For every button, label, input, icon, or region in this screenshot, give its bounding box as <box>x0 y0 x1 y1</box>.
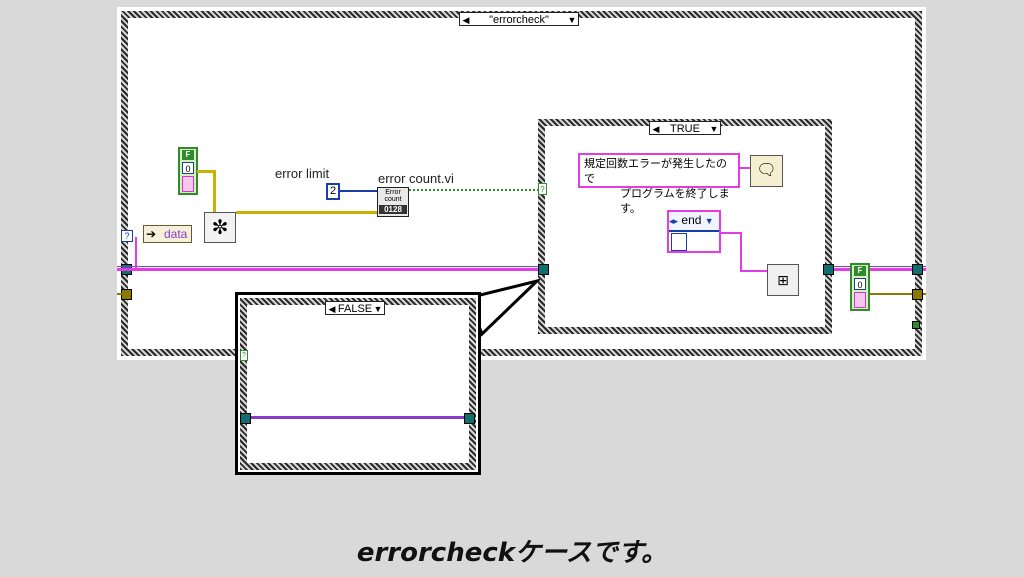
boolean-flag: F <box>854 266 866 276</box>
error-count-icon-digits: 0128 <box>379 205 407 214</box>
chevron-down-icon[interactable]: ▼ <box>373 304 383 314</box>
right-arrow-icon: ➔ <box>146 227 157 241</box>
numeric-wire <box>340 190 378 192</box>
enqueue-icon[interactable]: ⊞ <box>767 264 799 296</box>
error-wire-to-counter <box>236 211 378 214</box>
string-wire-vertical <box>135 237 137 269</box>
error-count-vi[interactable]: Error count 0128 <box>377 187 409 217</box>
true-case-label: TRUE <box>670 123 700 135</box>
enum-wire-to-enqueue <box>740 270 767 272</box>
case-selector-boolean[interactable]: ? <box>538 183 547 195</box>
dialog-icon[interactable]: 🗨 <box>750 155 783 187</box>
message-wire <box>740 167 750 169</box>
error-count-label: error count.vi <box>378 171 454 186</box>
case-selector-terminal[interactable]: ? <box>121 230 133 242</box>
boolean-flag: F <box>182 150 194 160</box>
enum-wire-h <box>721 232 742 234</box>
inner-case-false[interactable] <box>240 298 476 470</box>
message-line-2: プログラムを終了します。 <box>620 188 730 215</box>
enum-wire-v <box>740 232 742 270</box>
yellow-wire-vertical <box>213 170 216 214</box>
enum-blank <box>671 233 687 251</box>
boolean-value: 0 <box>182 162 194 174</box>
true-case-right-tunnel[interactable] <box>823 264 834 275</box>
decrement-arrow-icon[interactable]: ◀ <box>652 124 660 134</box>
error-wire-right <box>870 293 926 295</box>
false-case-label: FALSE <box>337 303 373 315</box>
true-case-selector[interactable]: ◀ TRUE ▼ <box>649 121 721 135</box>
true-case-left-tunnel[interactable] <box>538 264 549 275</box>
boolean-string-part <box>182 176 194 192</box>
error-wire-left <box>117 293 129 295</box>
unbundle-label: data <box>164 227 188 241</box>
boolean-string-part <box>854 292 866 308</box>
right-boolean-tunnel[interactable] <box>912 321 920 329</box>
caption: errorcheckケースです。 <box>356 538 668 568</box>
outer-case-selector-label: "errorcheck" <box>489 14 549 26</box>
cluster-wire-main <box>117 266 926 267</box>
outer-case-selector[interactable]: ◀ "errorcheck" ▼ <box>459 12 579 26</box>
chevron-down-icon[interactable]: ▼ <box>704 216 714 226</box>
right-error-tunnel[interactable] <box>912 289 923 300</box>
decrement-arrow-icon[interactable]: ◀ <box>462 15 470 25</box>
chevron-down-icon[interactable]: ▼ <box>709 124 719 134</box>
false-case-selector-terminal[interactable]: ? <box>240 350 248 361</box>
boolean-value: 0 <box>854 278 866 290</box>
unbundle-by-name[interactable]: ➔ data <box>143 225 192 243</box>
enum-value: end <box>681 213 702 227</box>
boolean-indicator-top[interactable]: F 0 <box>178 147 198 195</box>
boolean-wire-dotted <box>409 189 539 191</box>
yellow-wire-top <box>197 170 215 173</box>
false-case-right-tunnel[interactable] <box>464 413 475 424</box>
enum-constant[interactable]: ◂▸ end ▼ <box>667 210 721 253</box>
false-case-selector[interactable]: ◀ FALSE ▼ <box>325 301 385 315</box>
boolean-indicator-right[interactable]: F 0 <box>850 263 870 311</box>
error-count-icon-line1: Error <box>385 189 401 196</box>
enum-arrows-icon: ◂▸ <box>669 216 679 226</box>
gear-icon[interactable]: ✼ <box>204 212 236 243</box>
error-limit-constant[interactable]: 2 <box>326 183 340 200</box>
error-limit-label: error limit <box>275 166 330 181</box>
false-case-left-tunnel[interactable] <box>240 413 251 424</box>
chevron-down-icon[interactable]: ▼ <box>567 15 577 25</box>
decrement-arrow-icon[interactable]: ◀ <box>328 304 336 314</box>
right-cluster-tunnel[interactable] <box>912 264 923 275</box>
message-string-constant[interactable]: 規定回数エラーが発生したので プログラムを終了します。 <box>578 153 740 215</box>
error-count-icon-line2: count <box>384 196 402 203</box>
enum-header: ◂▸ end ▼ <box>669 212 719 232</box>
message-line-1: 規定回数エラーが発生したので <box>584 158 727 185</box>
string-wire-main <box>117 268 926 271</box>
false-case-wire <box>244 416 472 419</box>
